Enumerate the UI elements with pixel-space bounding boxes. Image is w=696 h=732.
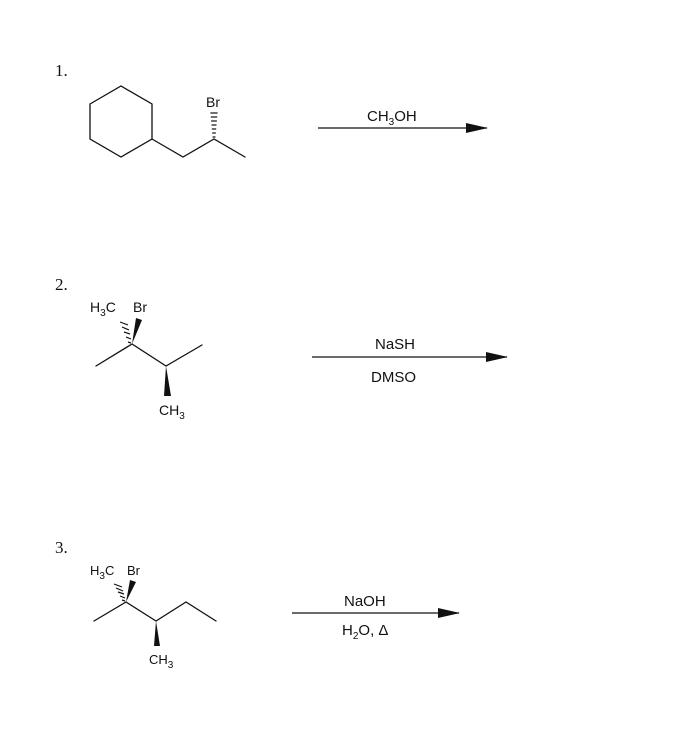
methyl-group-label: CH3 <box>149 652 174 671</box>
problem-1-structure: Br <box>89 85 246 158</box>
solid-wedge-bond <box>154 621 160 646</box>
methyl-group-label: CH3 <box>159 402 185 422</box>
problem-1-number: 1. <box>55 61 68 80</box>
bromine-label: Br <box>206 94 220 110</box>
methyl-group-label: H3C <box>90 563 114 582</box>
problem-1: 1. Br CH3OH <box>55 61 488 158</box>
hashed-wedge-bond <box>119 321 132 344</box>
problem-3: 3. H3C Br CH3 NaOH H2O, Δ <box>55 538 460 671</box>
methyl-group-label: H3C <box>90 299 116 319</box>
hashed-wedge-bond <box>113 583 126 602</box>
problem-2-structure: H3C Br CH3 <box>90 299 203 422</box>
solid-wedge-bond <box>132 318 142 344</box>
hashed-wedge-bond <box>210 112 218 138</box>
bromine-label: Br <box>133 299 147 315</box>
alkyl-chain <box>151 138 246 158</box>
problem-2: 2. H3C Br CH3 NaSH DMSO <box>55 275 508 422</box>
problem-2-number: 2. <box>55 275 68 294</box>
alkyl-chain <box>95 343 203 367</box>
bromine-label: Br <box>127 563 141 578</box>
problem-1-reagent: CH3OH <box>367 108 417 128</box>
solid-wedge-bond <box>164 366 171 396</box>
solid-wedge-bond <box>126 580 136 602</box>
problem-3-reagent-below: H2O, Δ <box>342 622 388 642</box>
problem-3-number: 3. <box>55 538 68 557</box>
alkyl-chain <box>93 601 217 622</box>
cyclohexane-ring <box>89 85 153 158</box>
problem-2-reagent-below: DMSO <box>371 369 416 386</box>
problem-2-reagent-above: NaSH <box>375 336 415 353</box>
problem-3-reagent-above: NaOH <box>344 593 386 610</box>
problem-3-structure: H3C Br CH3 <box>90 563 217 671</box>
